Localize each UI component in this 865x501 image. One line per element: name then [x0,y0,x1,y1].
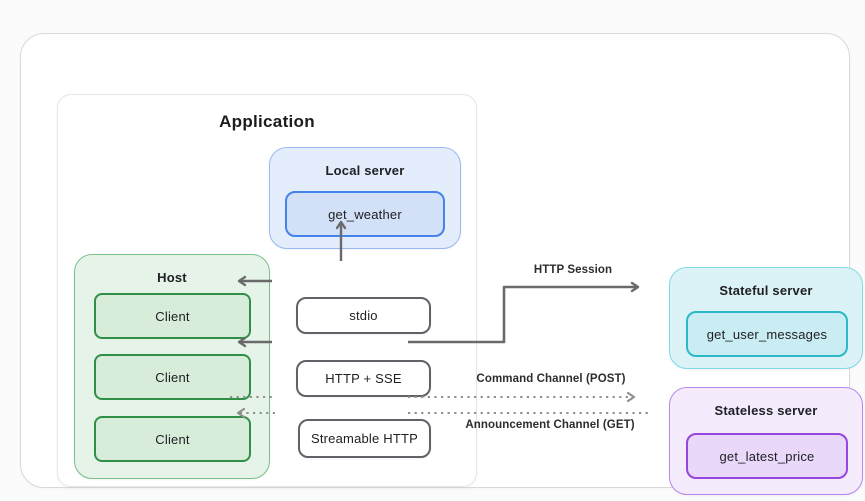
host-label: Host [157,270,187,285]
stateful-server-label: Stateful server [719,283,813,298]
transport-http-sse: HTTP + SSE [296,360,431,397]
stateless-server-label: Stateless server [714,403,818,418]
announcement-channel-label: Announcement Channel (GET) [465,419,635,431]
http-session-label: HTTP Session [533,264,613,276]
command-channel-label: Command Channel (POST) [476,373,626,385]
local-server-box: Local server get_weather [269,147,461,249]
host-box: Host Client Client Client [74,254,270,479]
local-server-label: Local server [325,163,405,178]
transport-streamable-http: Streamable HTTP [298,419,431,458]
get-weather-tool: get_weather [285,191,445,237]
client-box-2: Client [94,354,251,400]
client-box-1: Client [94,293,251,339]
stateful-server-box: Stateful server get_user_messages [669,267,863,369]
application-title: Application [219,112,315,131]
client-box-3: Client [94,416,251,462]
get-user-messages-tool: get_user_messages [686,311,848,357]
stateless-server-box: Stateless server get_latest_price [669,387,863,495]
get-latest-price-tool: get_latest_price [686,433,848,479]
transport-stdio: stdio [296,297,431,334]
outer-panel: Application Local server get_weather Hos… [20,33,863,495]
